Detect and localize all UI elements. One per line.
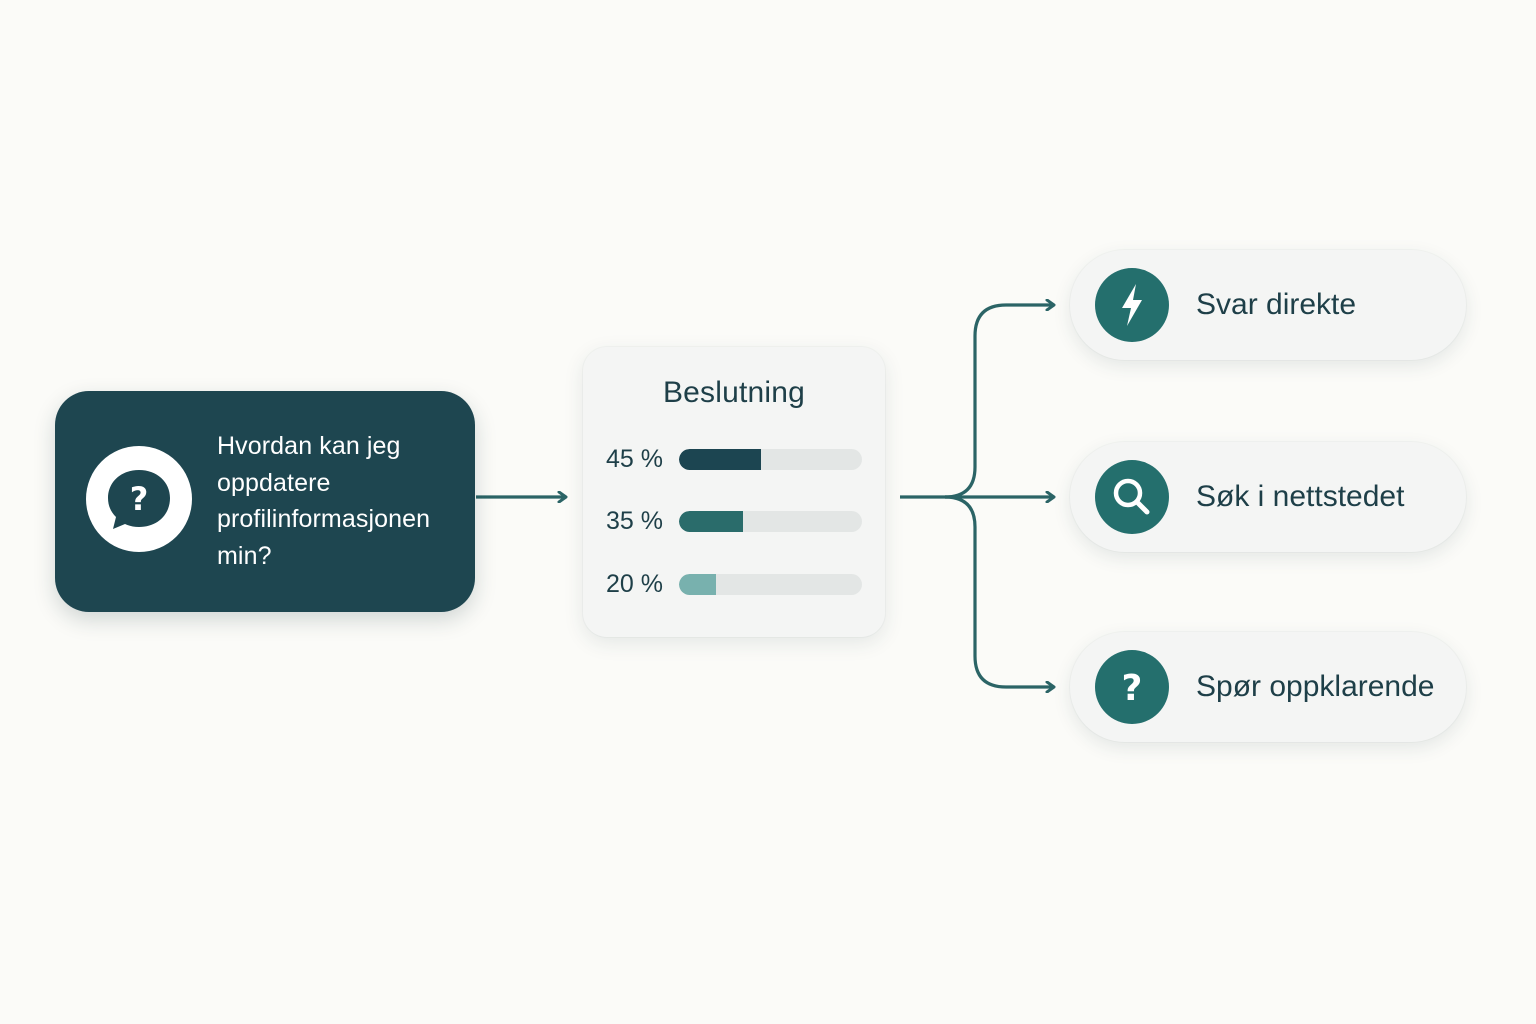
bar-label: 20 % bbox=[606, 570, 663, 598]
bar-label: 45 % bbox=[606, 445, 663, 473]
search-icon bbox=[1095, 460, 1169, 534]
arrow-to-option-bottom bbox=[944, 495, 1054, 687]
bar-label: 35 % bbox=[606, 507, 663, 535]
bar-fill bbox=[679, 574, 716, 595]
option-answer-directly[interactable]: Svar direkte bbox=[1070, 250, 1466, 360]
option-ask-clarifying[interactable]: ? Spør oppklarende bbox=[1070, 632, 1466, 742]
decision-bar-row: 35 % bbox=[606, 506, 866, 536]
bar-fill bbox=[679, 449, 762, 470]
bar-track bbox=[679, 511, 862, 532]
question-bubble-icon: ? bbox=[86, 446, 192, 552]
option-label: Spør oppklarende bbox=[1196, 670, 1435, 703]
svg-text:?: ? bbox=[130, 480, 149, 518]
lightning-icon bbox=[1095, 268, 1169, 342]
bar-track bbox=[679, 574, 862, 595]
bar-fill bbox=[679, 511, 744, 532]
decision-title: Beslutning bbox=[662, 376, 806, 409]
option-search-site[interactable]: Søk i nettstedet bbox=[1070, 442, 1466, 552]
decision-bar-row: 45 % bbox=[606, 444, 866, 474]
query-text: Hvordan kan jeg oppdatere profilinformas… bbox=[217, 432, 431, 570]
decision-bar-row: 20 % bbox=[606, 569, 866, 599]
question-icon: ? bbox=[1095, 650, 1169, 724]
option-label: Svar direkte bbox=[1196, 288, 1357, 321]
arrow-to-option-top bbox=[944, 305, 1054, 499]
option-label: Søk i nettstedet bbox=[1196, 480, 1405, 513]
bar-track bbox=[679, 449, 862, 470]
svg-text:?: ? bbox=[1122, 668, 1143, 709]
